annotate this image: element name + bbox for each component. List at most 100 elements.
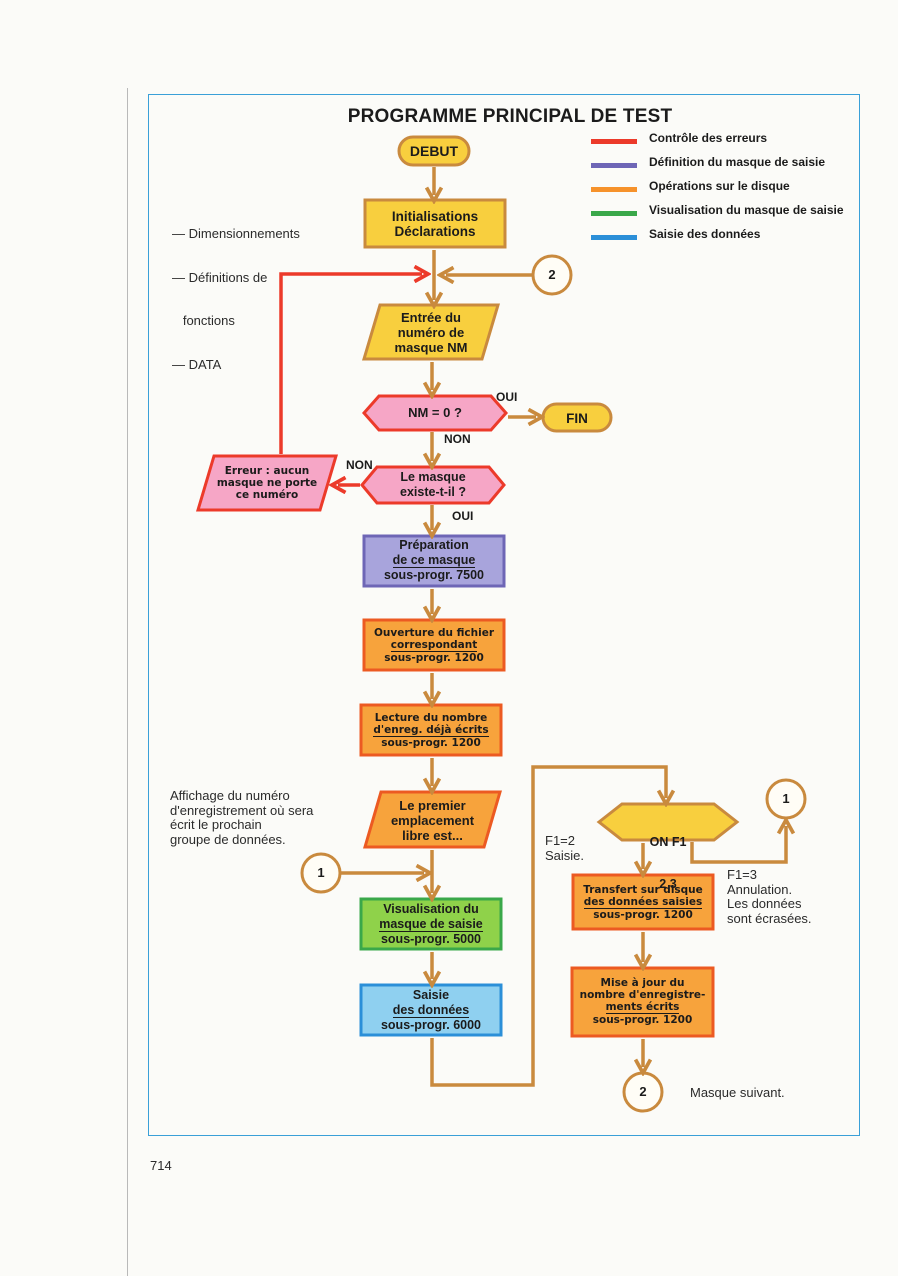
legend-item-mask-definition: Définition du masque de saisie xyxy=(591,155,851,179)
diagram-frame xyxy=(148,94,860,1136)
legend-item-disk-ops: Opérations sur le disque xyxy=(591,179,851,203)
masque-existe-decision xyxy=(360,465,506,505)
erreur-label: Erreur : aucun masque ne porte ce numéro xyxy=(206,465,328,501)
saisie-line: sous-progr. 6000 xyxy=(380,1018,482,1032)
note-f1-3: F1=3 Annulation. Les données sont écrasé… xyxy=(727,867,812,926)
transfert-line: sous-progr. 1200 xyxy=(593,909,693,921)
legend-item-errors: Contrôle des erreurs xyxy=(591,131,851,155)
visualisation-line: sous-progr. 5000 xyxy=(380,932,482,946)
branch-non-erreur: NON xyxy=(346,458,373,472)
note-line: groupe de données. xyxy=(170,831,286,847)
masque-existe-line: existe-t-il ? xyxy=(400,485,466,499)
ouverture-line: Ouverture du fichier xyxy=(373,627,495,639)
premier-line: emplacement xyxy=(390,813,475,828)
mise-a-jour-line: ments écrits xyxy=(605,1001,680,1014)
erreur-line: ce numéro xyxy=(235,489,299,501)
connector-1-left xyxy=(300,852,342,894)
page-margin-rule xyxy=(127,88,128,1276)
debut-terminal xyxy=(397,135,471,167)
fin-label: FIN xyxy=(566,411,588,426)
premier-parallelogram xyxy=(363,790,502,849)
mise-a-jour-line: sous-progr. 1200 xyxy=(592,1014,693,1026)
ouverture-box xyxy=(362,618,506,672)
visualisation-box xyxy=(359,897,503,951)
legend-swatch-purple xyxy=(591,163,637,168)
note-affichage: Affichage du numéro d'enregistrement où … xyxy=(170,788,314,847)
note-line: Annulation. xyxy=(727,881,793,897)
init-line: Initialisations xyxy=(391,209,479,224)
ouverture-line: correspondant xyxy=(390,639,478,652)
erreur-line: masque ne porte xyxy=(216,477,318,489)
note-line: — Définitions de xyxy=(172,269,268,285)
note-line: Affichage du numéro xyxy=(170,788,290,803)
entree-label: Entrée du numéro de masque NM xyxy=(372,310,490,355)
test-nm-label: NM = 0 ? xyxy=(408,405,462,420)
connector-2-bottom-label: 2 xyxy=(639,1084,647,1099)
arrow-erreur-loop xyxy=(279,274,422,454)
entree-line: masque NM xyxy=(394,340,468,355)
saisie-line: des données xyxy=(392,1002,470,1018)
note-line: Les données xyxy=(727,896,802,911)
on-f1-decision xyxy=(596,802,740,842)
note-line: F1=2 xyxy=(545,833,575,848)
legend: Contrôle des erreurs Définition du masqu… xyxy=(591,131,851,251)
legend-swatch-orange xyxy=(591,187,637,192)
note-masque-suivant: Masque suivant. xyxy=(690,1085,785,1100)
mise-a-jour-line: nombre d'enregistre- xyxy=(579,989,706,1001)
debut-label: DEBUT xyxy=(409,143,459,159)
mise-a-jour-label: Mise à jour du nombre d'enregistre- ment… xyxy=(572,977,713,1026)
on-f1-line: 2 3 xyxy=(659,877,677,891)
arrow-onf1-connector1 xyxy=(690,826,786,864)
transfert-line: Transfert sur disque xyxy=(583,884,703,896)
lecture-line: d'enreg. déjà écrits xyxy=(373,724,489,737)
on-f1-label: ON F1 2 3 xyxy=(599,807,737,905)
erreur-parallelogram xyxy=(195,454,339,512)
masque-existe-label: Le masque existe-t-il ? xyxy=(362,470,504,500)
page-number: 714 xyxy=(150,1158,172,1173)
preparation-line: Préparation xyxy=(399,538,469,552)
mise-a-jour-line: Mise à jour du xyxy=(600,977,685,989)
ouverture-line: sous-progr. 1200 xyxy=(384,652,484,664)
legend-label: Saisie des données xyxy=(649,227,761,241)
note-f1-2: F1=2 Saisie. xyxy=(545,833,584,863)
visualisation-line: masque de saisie xyxy=(379,916,483,932)
preparation-label: Préparation de ce masque sous-progr. 750… xyxy=(364,538,504,583)
branch-non-test: NON xyxy=(444,432,471,446)
legend-item-visualisation: Visualisation du masque de saisie xyxy=(591,203,851,227)
premier-label: Le premier emplacement libre est... xyxy=(373,798,492,843)
saisie-label: Saisie des données sous-progr. 6000 xyxy=(361,988,501,1033)
on-f1-line: ON F1 xyxy=(649,835,687,849)
erreur-line: Erreur : aucun xyxy=(224,465,310,477)
saisie-line: Saisie xyxy=(412,988,450,1002)
lecture-line: sous-progr. 1200 xyxy=(381,737,481,749)
preparation-line: de ce masque xyxy=(392,552,476,568)
mise-a-jour-box xyxy=(570,966,715,1038)
note-dimensionnements: — Dimensionnements — Définitions de fonc… xyxy=(172,198,300,387)
legend-label: Définition du masque de saisie xyxy=(649,155,826,169)
legend-swatch-blue xyxy=(591,235,637,240)
legend-label: Visualisation du masque de saisie xyxy=(649,203,844,217)
note-line: d'enregistrement où sera xyxy=(170,802,314,818)
note-line: sont écrasées. xyxy=(727,910,812,926)
connector-2-top-label: 2 xyxy=(548,267,556,282)
entree-line: numéro de xyxy=(397,325,465,340)
ouverture-label: Ouverture du fichier correspondant sous-… xyxy=(364,627,504,664)
visualisation-label: Visualisation du masque de saisie sous-p… xyxy=(361,902,501,947)
legend-item-data-entry: Saisie des données xyxy=(591,227,851,251)
connector-1-left-label: 1 xyxy=(317,865,325,880)
branch-oui-fin: OUI xyxy=(496,390,518,404)
visualisation-line: Visualisation du xyxy=(383,902,479,916)
test-nm-decision xyxy=(361,394,509,432)
entree-line: Entrée du xyxy=(401,310,461,325)
init-line: Déclarations xyxy=(394,224,476,239)
note-line: F1=3 xyxy=(727,867,757,882)
legend-label: Opérations sur le disque xyxy=(649,179,790,193)
transfert-box xyxy=(571,873,715,931)
note-line: écrit le prochain xyxy=(170,817,262,832)
transfert-line: des données saisies xyxy=(583,896,703,909)
transfert-label: Transfert sur disque des données saisies… xyxy=(573,884,713,921)
note-line: — Dimensionnements xyxy=(172,226,300,241)
entree-parallelogram xyxy=(361,303,501,361)
note-line: — DATA xyxy=(172,356,222,372)
